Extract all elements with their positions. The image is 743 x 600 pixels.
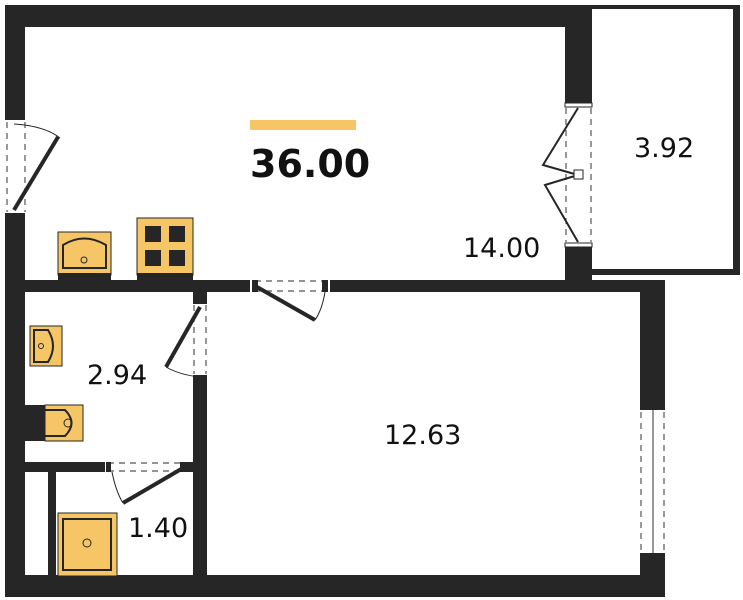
bathroom-sink-icon — [29, 325, 63, 367]
bathroom-door[interactable] — [164, 305, 207, 378]
shower-area: 1.40 — [128, 513, 188, 544]
total-area: 36.00 — [250, 142, 370, 186]
kitchen-sink-icon — [57, 231, 112, 280]
bedroom-window — [640, 405, 665, 558]
shower-door[interactable] — [106, 462, 185, 505]
balcony-door[interactable] — [541, 102, 593, 248]
toilet-icon — [25, 404, 84, 442]
kitchen-area: 14.00 — [463, 233, 540, 264]
bedroom-door[interactable] — [252, 280, 328, 322]
total-area-bar — [250, 120, 356, 130]
shower-tray-icon — [57, 512, 118, 577]
entrance-door[interactable] — [6, 122, 61, 212]
bedroom-area: 12.63 — [384, 420, 461, 451]
bathroom-area: 2.94 — [87, 360, 147, 391]
balcony-outline — [592, 5, 740, 275]
walls — [5, 5, 665, 597]
stove-icon — [136, 217, 194, 280]
balcony-area: 3.92 — [634, 133, 694, 164]
